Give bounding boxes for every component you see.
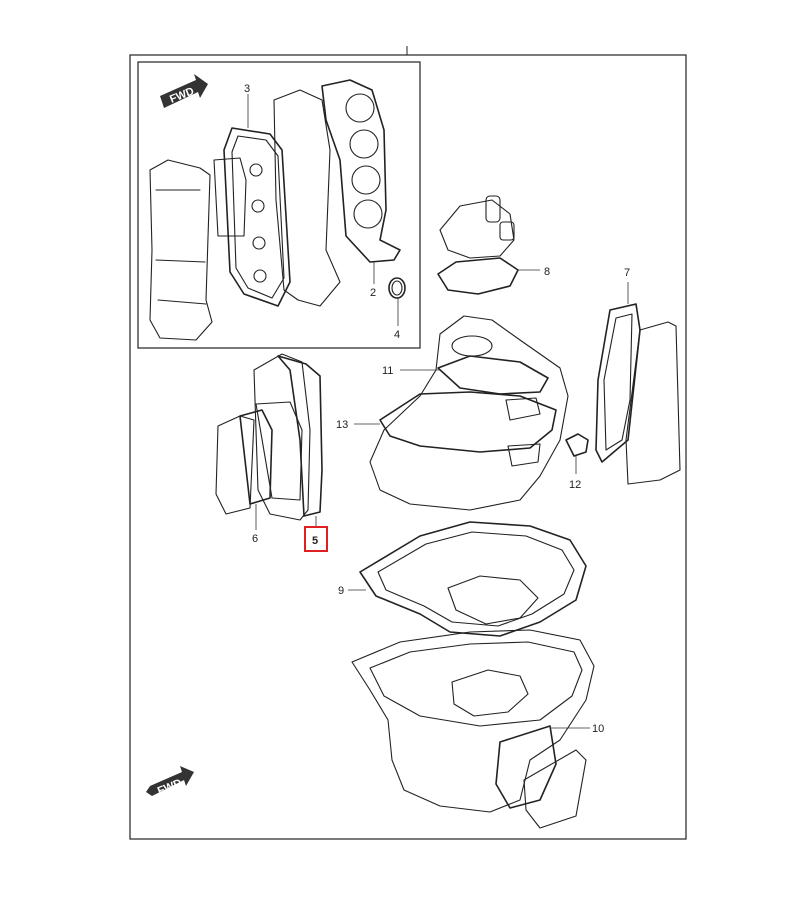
o-ring <box>388 277 406 299</box>
fwd-text-top: FWD <box>168 85 196 106</box>
fwd-arrow-icon-top: FWD <box>160 74 208 108</box>
outer-frame <box>129 54 687 840</box>
water-pump-drawing <box>437 195 519 295</box>
part-label-12: 12 <box>569 479 581 491</box>
part-label-8: 8 <box>544 266 550 278</box>
part-label-10: 10 <box>592 723 604 735</box>
part-label-4: 4 <box>394 329 400 341</box>
part-label-7: 7 <box>624 267 630 279</box>
side-cover-gasket-6 <box>239 409 273 505</box>
part-label-3: 3 <box>244 83 250 95</box>
cylinder-head-drawing <box>149 79 406 341</box>
fwd-arrow-icon-bottom: FWD <box>146 766 194 798</box>
leader-lines <box>247 94 629 729</box>
valve-cover-gasket <box>223 127 291 307</box>
inset-frame <box>137 61 421 349</box>
exhaust-cover-gasket <box>595 303 641 463</box>
part-label-11: 11 <box>382 365 393 377</box>
part-label-6: 6 <box>252 533 258 545</box>
head-gasket <box>321 79 401 263</box>
crankcase-gasket-13 <box>379 391 557 453</box>
lower-housing-drawing <box>351 629 595 829</box>
water-pump-gasket <box>437 257 519 295</box>
side-cover-drawing <box>215 353 323 521</box>
oil-pan-gasket <box>359 521 587 637</box>
seal-12 <box>565 433 589 457</box>
side-cover-gasket-5 <box>277 355 323 517</box>
exhaust-cover-drawing <box>595 303 681 485</box>
highlight-box-part-5[interactable] <box>304 526 328 552</box>
crankcase-cover-drawing <box>369 315 589 511</box>
part-label-13: 13 <box>336 419 348 431</box>
part-label-2: 2 <box>370 287 376 299</box>
crankcase-gasket-11 <box>437 355 549 395</box>
fwd-text-bottom: FWD <box>156 777 184 798</box>
plate-gasket-10 <box>495 725 557 809</box>
part-label-9: 9 <box>338 585 344 597</box>
part-label-5[interactable]: 5 <box>312 535 318 547</box>
oil-pan-gasket-drawing <box>359 521 587 637</box>
